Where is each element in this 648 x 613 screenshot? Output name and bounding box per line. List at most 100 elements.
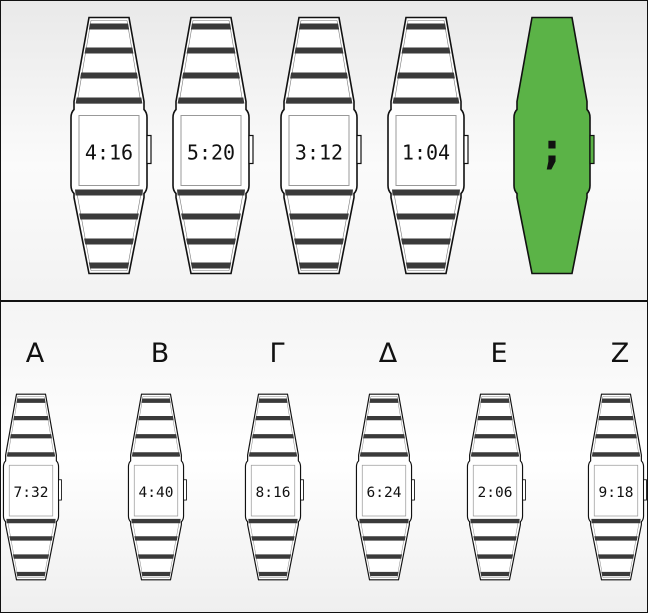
strap-stripe [289, 213, 349, 220]
answer-option[interactable]: 7:32 [2, 368, 62, 606]
strap-stripe [9, 536, 53, 541]
strap-stripe [598, 415, 634, 421]
strap-stripe [369, 398, 399, 403]
answer-option[interactable]: 4:40 [127, 368, 187, 606]
strap-stripe [75, 97, 143, 104]
watch-crown [248, 134, 254, 165]
watch-question: ; [512, 16, 595, 275]
strap-stripe [591, 452, 641, 457]
strap-stripe [294, 238, 344, 245]
strap-stripe [16, 571, 46, 577]
strap-stripe [401, 238, 451, 245]
strap-stripe [79, 213, 139, 220]
strap-stripe [177, 97, 245, 104]
strap-stripe [258, 571, 288, 577]
strap-stripe [190, 262, 232, 269]
watch-drawing: 8:16 [244, 393, 304, 581]
strap-stripe [474, 434, 516, 439]
watch-screen [288, 115, 350, 186]
watch-screen [78, 115, 140, 186]
strap-stripe [480, 398, 510, 403]
strap-stripe [594, 536, 638, 541]
watch-crown [356, 134, 362, 165]
watch-screen [180, 115, 242, 186]
strap-stripe [369, 571, 399, 577]
strap-stripe [141, 398, 171, 403]
strap-stripe [10, 434, 52, 439]
answer-option[interactable]: 6:24 [355, 368, 415, 606]
missing-time-symbol: ; [539, 124, 566, 175]
strap-stripe [405, 262, 447, 269]
strap-stripe [477, 415, 513, 421]
watch-time: 6:24 [367, 485, 402, 501]
watch-clue: 3:12 [279, 16, 362, 275]
watch-time: 4:40 [139, 485, 174, 501]
watch-screen [593, 464, 639, 517]
strap-stripe [12, 554, 50, 559]
watch-screen [250, 464, 296, 517]
strap-stripe [601, 571, 631, 577]
answer-option-label: B [150, 338, 170, 369]
strap-stripe [591, 518, 641, 524]
strap-stripe [248, 452, 298, 457]
watch-time: 3:12 [295, 141, 343, 165]
strap-stripe [13, 415, 49, 421]
watch-drawing: 7:32 [2, 393, 62, 581]
watch-drawing: 1:04 [387, 16, 469, 275]
watch-time: 2:06 [478, 485, 513, 501]
strap-stripe [480, 571, 510, 577]
watch-screen [472, 464, 518, 517]
strap-stripe [84, 238, 134, 245]
answer-option[interactable]: 2:06 [466, 368, 526, 606]
strap-stripe [595, 434, 637, 439]
watch-crown [146, 134, 152, 165]
watch-time: 1:04 [402, 141, 450, 165]
watch-screen [361, 464, 407, 517]
watch-drawing: 2:06 [466, 393, 526, 581]
watch-time: 5:20 [187, 141, 235, 165]
answer-option-label: Δ [378, 338, 398, 369]
watch-drawing: 6:24 [355, 393, 415, 581]
strap-stripe [601, 398, 631, 403]
strap-stripe [298, 262, 340, 269]
watch-crown [589, 134, 595, 165]
strap-stripe [248, 518, 298, 524]
watch-crown [411, 479, 415, 501]
strap-stripe [392, 97, 460, 104]
strap-stripe [135, 434, 177, 439]
answer-option[interactable]: 9:18 [587, 368, 647, 606]
strap-stripe [285, 189, 353, 196]
watch-drawing: 4:16 [70, 16, 152, 275]
strap-stripe [365, 554, 403, 559]
strap-stripe [6, 452, 56, 457]
watch-clue: 4:16 [69, 16, 152, 275]
strap-stripe [476, 554, 514, 559]
watch-drawing: 3:12 [280, 16, 362, 275]
strap-stripe [255, 415, 291, 421]
watch-time: 7:32 [14, 485, 49, 501]
strap-stripe [84, 47, 134, 54]
strap-stripe [298, 23, 340, 30]
watch-screen [395, 115, 457, 186]
watch-screen [133, 464, 179, 517]
strap-stripe [80, 72, 138, 79]
strap-stripe [363, 434, 405, 439]
strap-stripe [137, 554, 175, 559]
strap-stripe [141, 571, 171, 577]
watch-crown [463, 134, 469, 165]
strap-stripe [254, 554, 292, 559]
strap-stripe [181, 213, 241, 220]
strap-stripe [251, 536, 295, 541]
strap-stripe [134, 536, 178, 541]
watch-clue: 5:20 [171, 16, 254, 275]
watch-time: 4:16 [85, 141, 133, 165]
strap-stripe [16, 398, 46, 403]
strap-stripe [258, 398, 288, 403]
strap-stripe [366, 415, 402, 421]
answer-option-label: Z [610, 338, 630, 369]
answer-option[interactable]: 8:16 [244, 368, 304, 606]
strap-stripe [252, 434, 294, 439]
strap-stripe [392, 189, 460, 196]
question-panel: 4:16 5:20 3:12 1:04; [0, 0, 648, 301]
strap-stripe [6, 518, 56, 524]
